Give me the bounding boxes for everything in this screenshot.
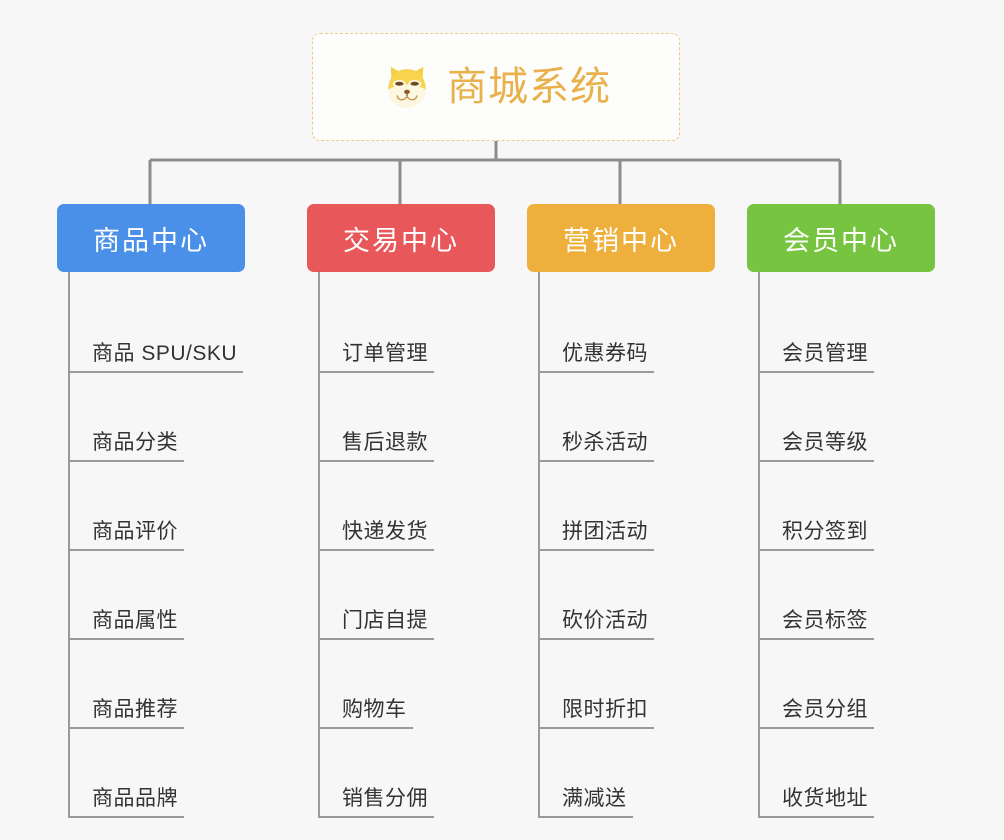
branch-leaf-list-2: 优惠券码 秒杀活动 拼团活动 砍价活动 限时折扣 [538,272,715,818]
leaf-item[interactable]: 订单管理 [320,284,495,373]
branch-header-3[interactable]: 会员中心 [747,204,935,272]
leaf-item[interactable]: 门店自提 [320,551,495,640]
leaf-item[interactable]: 会员管理 [760,284,935,373]
branch-header-label: 交易中心 [343,225,459,256]
leaf-underline [540,816,633,818]
leaf-label: 积分签到 [782,520,868,543]
leaf-underline [540,727,654,729]
leaf-label: 秒杀活动 [562,431,648,454]
leaf-item[interactable]: 商品属性 [70,551,245,640]
leaf-label: 门店自提 [342,609,428,632]
leaf-underline [320,727,413,729]
branch-leaf-list-1: 订单管理 售后退款 快递发货 门店自提 购物车 [318,272,495,818]
shiba-inu-dog-face-icon [388,66,426,108]
leaf-item[interactable]: 会员等级 [760,373,935,462]
leaf-item[interactable]: 购物车 [320,640,495,729]
leaf-label: 拼团活动 [562,520,648,543]
leaf-underline [540,549,654,551]
leaf-underline [320,549,434,551]
leaf-item[interactable]: 商品评价 [70,462,245,551]
leaf-item[interactable]: 满减送 [540,729,715,818]
branch-header-2[interactable]: 营销中心 [527,204,715,272]
leaf-item[interactable]: 商品 SPU/SKU [70,284,245,373]
leaf-label: 商品评价 [92,520,178,543]
leaf-item[interactable]: 砍价活动 [540,551,715,640]
leaf-underline [70,549,184,551]
leaf-item[interactable]: 秒杀活动 [540,373,715,462]
leaf-item[interactable]: 售后退款 [320,373,495,462]
leaf-label: 售后退款 [342,431,428,454]
leaf-label: 会员分组 [782,698,868,721]
leaf-label: 商品品牌 [92,787,178,810]
leaf-underline [760,816,874,818]
leaf-item[interactable]: 积分签到 [760,462,935,551]
leaf-underline [70,371,243,373]
branch-header-label: 营销中心 [563,225,679,256]
leaf-label: 会员管理 [782,342,868,365]
leaf-item[interactable]: 限时折扣 [540,640,715,729]
leaf-item[interactable]: 商品分类 [70,373,245,462]
leaf-underline [760,460,874,462]
root-node[interactable]: 商城系统 [312,33,680,141]
leaf-label: 满减送 [562,787,627,810]
branch-leaf-list-0: 商品 SPU/SKU 商品分类 商品评价 商品属性 商品推荐 [68,272,245,818]
leaf-underline [540,638,654,640]
leaf-label: 限时折扣 [562,698,648,721]
branch-column-营销中心: 营销中心 优惠券码 秒杀活动 拼团活动 砍价活动 [527,204,715,818]
leaf-underline [540,371,654,373]
leaf-item[interactable]: 快递发货 [320,462,495,551]
leaf-underline [70,816,184,818]
leaf-label: 购物车 [342,698,407,721]
leaf-underline [760,371,874,373]
leaf-item[interactable]: 优惠券码 [540,284,715,373]
leaf-label: 优惠券码 [562,342,648,365]
leaf-item[interactable]: 拼团活动 [540,462,715,551]
leaf-item[interactable]: 会员分组 [760,640,935,729]
branch-leaf-list-3: 会员管理 会员等级 积分签到 会员标签 会员分组 [758,272,935,818]
leaf-underline [760,727,874,729]
leaf-label: 商品 SPU/SKU [92,342,238,365]
leaf-underline [760,638,874,640]
leaf-label: 会员等级 [782,431,868,454]
leaf-label: 会员标签 [782,609,868,632]
branch-header-1[interactable]: 交易中心 [307,204,495,272]
branch-header-label: 商品中心 [93,225,209,256]
leaf-label: 商品分类 [92,431,178,454]
leaf-item[interactable]: 收货地址 [760,729,935,818]
leaf-label: 销售分佣 [342,787,428,810]
leaf-underline [320,816,434,818]
leaf-label: 商品属性 [92,609,178,632]
leaf-label: 快递发货 [342,520,428,543]
leaf-item[interactable]: 商品品牌 [70,729,245,818]
root-title: 商城系统 [447,65,611,109]
leaf-label: 商品推荐 [92,698,178,721]
leaf-underline [320,638,434,640]
leaf-underline [540,460,654,462]
leaf-label: 订单管理 [342,342,428,365]
leaf-underline [320,460,434,462]
leaf-item[interactable]: 商品推荐 [70,640,245,729]
leaf-underline [70,727,184,729]
leaf-label: 收货地址 [782,787,868,810]
branch-column-会员中心: 会员中心 会员管理 会员等级 积分签到 会员标签 [747,204,935,818]
leaf-underline [70,638,184,640]
branch-column-商品中心: 商品中心 商品 SPU/SKU 商品分类 商品评价 商品属性 [57,204,245,818]
leaf-label: 砍价活动 [562,609,648,632]
leaf-underline [320,371,434,373]
branch-header-0[interactable]: 商品中心 [57,204,245,272]
leaf-item[interactable]: 销售分佣 [320,729,495,818]
leaf-underline [70,460,184,462]
leaf-underline [760,549,874,551]
leaf-item[interactable]: 会员标签 [760,551,935,640]
branch-header-label: 会员中心 [783,225,899,256]
branch-column-交易中心: 交易中心 订单管理 售后退款 快递发货 门店自提 [307,204,495,818]
